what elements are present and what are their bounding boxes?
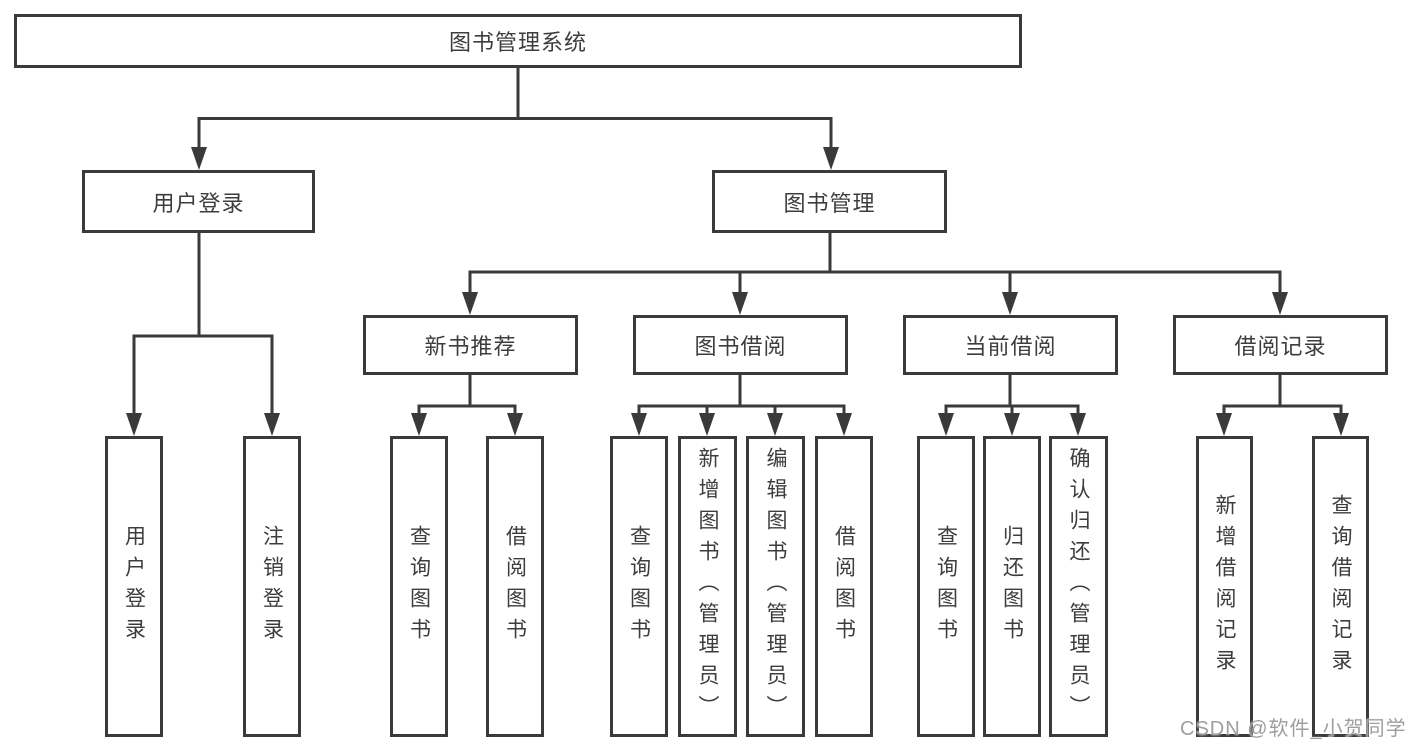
node-book-management: 图书管理 (712, 170, 947, 233)
node-borrow-books-recommend: 借阅图书 (486, 436, 544, 737)
node-query-borrow-record: 查询借阅记录 (1312, 436, 1369, 737)
node-book-borrowing: 图书借阅 (633, 315, 848, 375)
node-borrow-records: 借阅记录 (1173, 315, 1388, 375)
node-query-books-current: 查询图书 (917, 436, 975, 737)
node-new-book-recommend: 新书推荐 (363, 315, 578, 375)
connector-new-book-recommend-children (417, 375, 517, 417)
csdn-watermark: CSDN @软件_小贺同学 (1180, 718, 1405, 740)
node-user-login-action: 用户登录 (105, 436, 163, 737)
node-user-login: 用户登录 (82, 170, 315, 233)
connector-root-to-level2 (197, 68, 833, 150)
node-add-borrow-record: 新增借阅记录 (1196, 436, 1253, 737)
connector-borrow-records-children (1222, 375, 1343, 417)
node-root-system: 图书管理系统 (14, 14, 1022, 68)
node-borrow-books-borrowing: 借阅图书 (815, 436, 873, 737)
connector-book-mgmt-to-groups (468, 233, 1282, 295)
node-current-borrowing: 当前借阅 (903, 315, 1118, 375)
node-logout: 注销登录 (243, 436, 301, 737)
node-confirm-return-admin: 确认归还（管理员） (1049, 436, 1108, 737)
node-edit-book-admin: 编辑图书（管理员） (746, 436, 805, 737)
connector-book-borrowing-children (637, 375, 846, 417)
node-add-book-admin: 新增图书（管理员） (678, 436, 737, 737)
node-query-books-recommend: 查询图书 (390, 436, 448, 737)
node-query-books-borrowing: 查询图书 (610, 436, 668, 737)
connector-user-login-to-children (132, 233, 274, 416)
connector-current-borrowing-children (944, 375, 1080, 417)
node-return-books: 归还图书 (983, 436, 1041, 737)
